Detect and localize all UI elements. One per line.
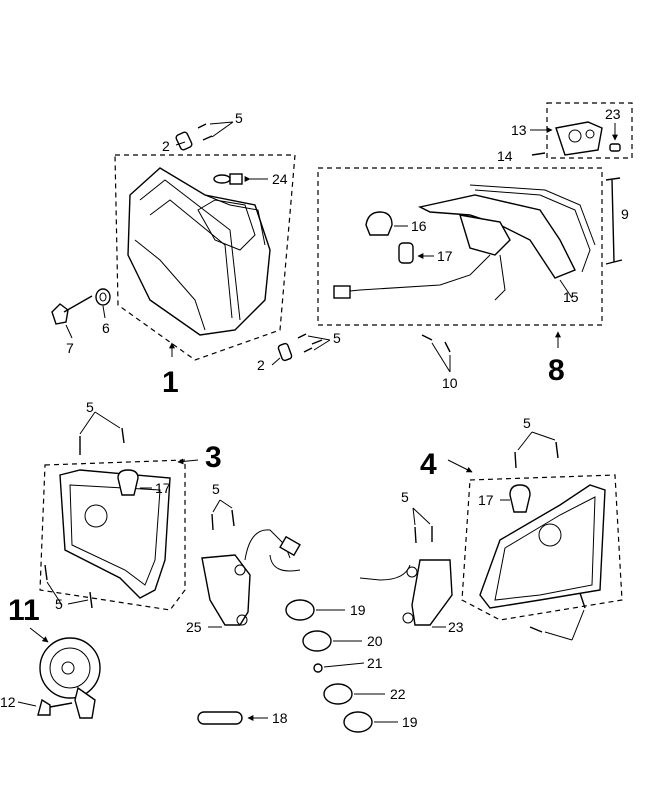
callout-3: 3 <box>205 441 222 474</box>
callout-2: 2 <box>162 138 170 154</box>
rear-left-indicator <box>201 499 301 628</box>
front-right-indicator <box>447 431 623 641</box>
callout-5: 5 <box>333 330 341 346</box>
callout-5: 5 <box>523 415 531 431</box>
screws-pair <box>421 334 451 373</box>
callout-8: 8 <box>548 354 565 387</box>
callout-23: 23 <box>448 619 464 635</box>
callout-5: 5 <box>401 489 409 505</box>
callout-17: 17 <box>478 492 494 508</box>
tail-bulb <box>365 211 408 236</box>
callout-24: 24 <box>272 171 288 187</box>
callout-7: 7 <box>66 340 74 356</box>
bulb-socket <box>398 242 434 264</box>
callout-4: 4 <box>420 448 437 481</box>
callout-13: 13 <box>511 122 527 138</box>
callout-12: 12 <box>0 694 16 710</box>
callout-25: 25 <box>186 619 202 635</box>
long-screw <box>605 177 623 265</box>
callout-15: 15 <box>563 289 579 305</box>
washer <box>95 288 111 319</box>
rear-right-indicator <box>359 507 453 628</box>
callout-9: 9 <box>621 206 629 222</box>
callout-10: 10 <box>442 375 458 391</box>
bracket-lower <box>271 333 331 366</box>
license-light <box>530 102 633 159</box>
callout-2: 2 <box>257 357 265 373</box>
callout-5: 5 <box>86 399 94 415</box>
callout-5: 5 <box>212 481 220 497</box>
bracket-upper <box>175 121 234 151</box>
callout-11: 11 <box>8 594 40 627</box>
callout-17: 17 <box>437 248 453 264</box>
callout-1: 1 <box>162 366 179 399</box>
callout-21: 21 <box>367 655 383 671</box>
headlight-assembly <box>114 154 296 361</box>
bolt <box>51 295 93 339</box>
callout-23: 23 <box>605 106 621 122</box>
gasket-strip <box>197 711 268 725</box>
callout-18: 18 <box>272 710 288 726</box>
horn <box>17 627 101 719</box>
callout-6: 6 <box>102 320 110 336</box>
callout-17: 17 <box>155 480 171 496</box>
callout-19: 19 <box>402 714 418 730</box>
taillight-assembly <box>317 167 603 326</box>
callout-19: 19 <box>350 602 366 618</box>
callout-14: 14 <box>497 148 513 164</box>
front-left-indicator <box>39 411 199 611</box>
callout-20: 20 <box>367 633 383 649</box>
headlight-bulb <box>213 173 268 185</box>
callout-5: 5 <box>55 596 63 612</box>
lens-stack <box>285 599 398 733</box>
callout-5: 5 <box>235 110 243 126</box>
callout-16: 16 <box>411 218 427 234</box>
callout-22: 22 <box>390 686 406 702</box>
